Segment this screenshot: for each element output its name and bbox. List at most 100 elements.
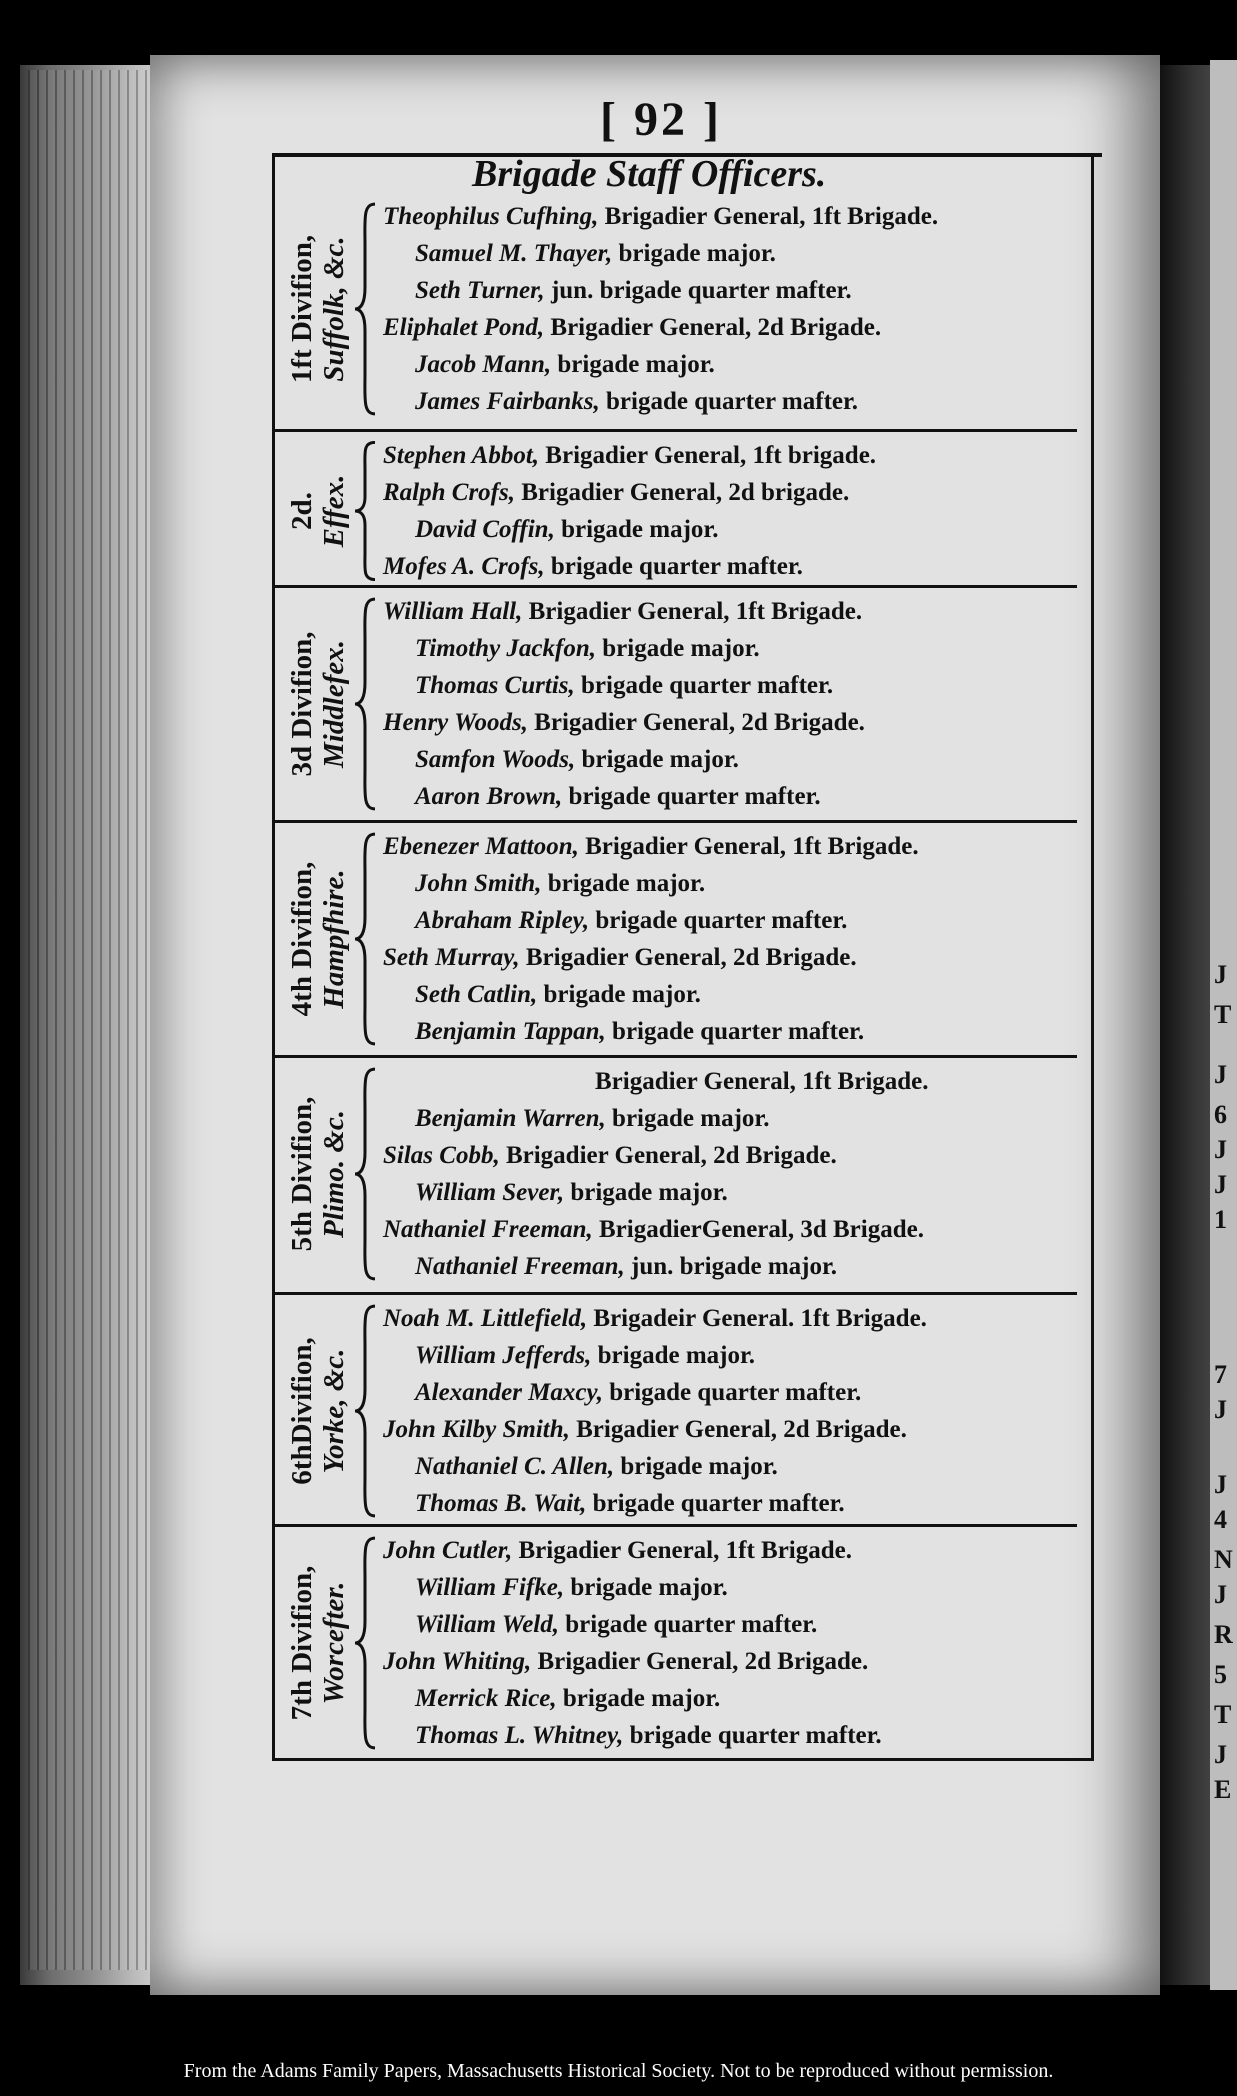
curly-brace-icon bbox=[353, 441, 379, 581]
division-1: 1ft Divifion,Suffolk, &c.Theophilus Cufh… bbox=[275, 198, 1080, 420]
officer-role: brigade major. bbox=[596, 635, 760, 662]
division-name: 1ft Divifion, bbox=[286, 234, 319, 384]
neighbor-letter: J bbox=[1214, 1135, 1227, 1164]
officer-row: Theophilus Cufhing, Brigadier General, 1… bbox=[375, 198, 1080, 235]
division-county: Effex. bbox=[318, 474, 350, 548]
officer-name: Timothy Jackfon, bbox=[415, 635, 597, 662]
officer-role: brigade major. bbox=[575, 746, 739, 773]
officer-role: Brigadier General, 1ft Brigade. bbox=[595, 1068, 929, 1095]
division-label-text: 7th Divifion,Worcefter. bbox=[286, 1566, 351, 1721]
officer-name: Samuel M. Thayer, bbox=[415, 240, 613, 267]
neighbor-letter: J bbox=[1214, 960, 1227, 989]
officer-role: brigade quarter mafter. bbox=[559, 1611, 818, 1638]
division-divider bbox=[272, 1524, 1077, 1527]
neighbor-letter: 6 bbox=[1214, 1100, 1227, 1129]
neighbor-letter: J bbox=[1214, 1060, 1227, 1089]
officer-role: Brigadier General, 2d Brigade. bbox=[531, 1648, 869, 1675]
division-label: 6thDivifion,Yorke, &c. bbox=[275, 1300, 363, 1522]
officer-name: Abraham Ripley, bbox=[415, 907, 590, 934]
officer-role: Brigadier General, 2d Brigade. bbox=[519, 944, 857, 971]
division-county: Worcefter. bbox=[318, 1581, 350, 1705]
division-divider bbox=[272, 1292, 1077, 1295]
division-county: Hampfhire. bbox=[318, 869, 350, 1009]
officer-row: Merrick Rice, brigade major. bbox=[375, 1680, 1080, 1717]
officer-name: Thomas B. Wait, bbox=[415, 1490, 587, 1517]
neighbor-letter: J bbox=[1214, 1170, 1227, 1199]
neighbor-letter: 1 bbox=[1214, 1205, 1227, 1234]
officer-row: Benjamin Warren, brigade major. bbox=[375, 1100, 1080, 1137]
officer-row: David Coffin, brigade major. bbox=[375, 511, 1080, 548]
officer-row: Thomas Curtis, brigade quarter mafter. bbox=[375, 667, 1080, 704]
officer-row: Henry Woods, Brigadier General, 2d Briga… bbox=[375, 704, 1080, 741]
officer-role: Brigadier General, 2d Brigade. bbox=[499, 1142, 837, 1169]
officer-row: Nathaniel C. Allen, brigade major. bbox=[375, 1448, 1080, 1485]
officer-role: brigade major. bbox=[564, 1179, 728, 1206]
officer-name: John Kilby Smith, bbox=[383, 1416, 570, 1443]
page-title: Brigade Staff Officers. bbox=[472, 153, 827, 195]
division-label-text: 3d Divifion,Middlefex. bbox=[286, 631, 351, 776]
officer-row: Alexander Maxcy, brigade quarter mafter. bbox=[375, 1374, 1080, 1411]
officer-name: Nathaniel C. Allen, bbox=[415, 1453, 615, 1480]
officer-name: James Fairbanks, bbox=[415, 388, 600, 415]
officer-role: brigade major. bbox=[556, 1685, 721, 1712]
division-name: 6thDivifion, bbox=[286, 1337, 319, 1485]
officer-role: brigade quarter mafter. bbox=[586, 1490, 845, 1517]
officer-name: William Jefferds, bbox=[415, 1342, 592, 1369]
frame-top-rule bbox=[272, 153, 1102, 157]
officer-row: Abraham Ripley, brigade quarter mafter. bbox=[375, 902, 1080, 939]
neighbor-letter: R bbox=[1214, 1620, 1233, 1649]
officer-role: BrigadierGeneral, 3d Brigade. bbox=[592, 1216, 924, 1243]
officer-name: Merrick Rice, bbox=[415, 1685, 557, 1712]
officer-name: William Sever, bbox=[415, 1179, 565, 1206]
officer-name: Benjamin Warren, bbox=[415, 1105, 606, 1132]
officer-row: Brigadier General, 1ft Brigade. bbox=[375, 1063, 1080, 1100]
officer-row: Ebenezer Mattoon, Brigadier General, 1ft… bbox=[375, 828, 1080, 865]
officer-row: Nathaniel Freeman, jun. brigade major. bbox=[375, 1248, 1080, 1285]
division-divider bbox=[272, 585, 1077, 588]
division-divider bbox=[272, 820, 1077, 823]
curly-brace-icon bbox=[353, 202, 379, 416]
curly-brace-icon bbox=[353, 1067, 379, 1281]
division-label: 3d Divifion,Middlefex. bbox=[275, 593, 363, 815]
officer-role: brigade major. bbox=[564, 1574, 728, 1601]
officer-rows: Noah M. Littlefield, Brigadeir General. … bbox=[375, 1300, 1080, 1522]
division-name: 4th Divifion, bbox=[286, 861, 319, 1017]
officer-name: Thomas L. Whitney, bbox=[415, 1722, 624, 1749]
officer-name: Seth Turner, bbox=[415, 277, 545, 304]
officer-row: Thomas L. Whitney, brigade quarter mafte… bbox=[375, 1717, 1080, 1754]
officer-name: Aaron Brown, bbox=[415, 783, 563, 810]
officer-name: Nathaniel Freeman, bbox=[415, 1253, 625, 1280]
page-edges bbox=[28, 70, 168, 1970]
officer-row: Ralph Crofs, Brigadier General, 2d briga… bbox=[375, 474, 1080, 511]
officer-rows: Stephen Abbot, Brigadier General, 1ft br… bbox=[375, 437, 1080, 585]
officer-rows: John Cutler, Brigadier General, 1ft Brig… bbox=[375, 1532, 1080, 1754]
officer-row: Seth Murray, Brigadier General, 2d Briga… bbox=[375, 939, 1080, 976]
division-5: 5th Divifion,Plimo. &c.Brigadier General… bbox=[275, 1063, 1080, 1285]
officer-rows: Brigadier General, 1ft Brigade. Benjamin … bbox=[375, 1063, 1080, 1285]
neighbor-letter: 5 bbox=[1214, 1660, 1227, 1689]
officer-row: Silas Cobb, Brigadier General, 2d Brigad… bbox=[375, 1137, 1080, 1174]
officer-row: Noah M. Littlefield, Brigadeir General. … bbox=[375, 1300, 1080, 1337]
officer-name: Jacob Mann, bbox=[415, 351, 552, 378]
officer-row: Stephen Abbot, Brigadier General, 1ft br… bbox=[375, 437, 1080, 474]
officer-row: Thomas B. Wait, brigade quarter mafter. bbox=[375, 1485, 1080, 1522]
division-label: 5th Divifion,Plimo. &c. bbox=[275, 1063, 363, 1285]
officer-row: John Whiting, Brigadier General, 2d Brig… bbox=[375, 1643, 1080, 1680]
officer-role: brigade quarter mafter. bbox=[623, 1722, 882, 1749]
officer-role: Brigadier General, 1ft Brigade. bbox=[512, 1537, 852, 1564]
officer-row: Seth Turner, jun. brigade quarter mafter… bbox=[375, 272, 1080, 309]
division-label-text: 6thDivifion,Yorke, &c. bbox=[286, 1337, 351, 1485]
officer-role: brigade quarter mafter. bbox=[574, 672, 834, 699]
officer-role: jun. brigade quarter mafter. bbox=[544, 277, 852, 304]
curly-brace-icon bbox=[353, 1304, 379, 1518]
neighbor-page bbox=[1210, 60, 1237, 1990]
officer-role: Brigadier General, 2d Brigade. bbox=[544, 314, 882, 341]
officer-role: brigade major. bbox=[612, 240, 776, 267]
officer-row: John Cutler, Brigadier General, 1ft Brig… bbox=[375, 1532, 1080, 1569]
officer-row: Aaron Brown, brigade quarter mafter. bbox=[375, 778, 1080, 815]
copyright-caption: From the Adams Family Papers, Massachuse… bbox=[183, 2060, 1054, 2082]
officer-role: Brigadier General, 1ft Brigade. bbox=[598, 203, 939, 230]
officer-role: brigade major. bbox=[614, 1453, 778, 1480]
officer-role: brigade quarter mafter. bbox=[605, 1018, 865, 1045]
